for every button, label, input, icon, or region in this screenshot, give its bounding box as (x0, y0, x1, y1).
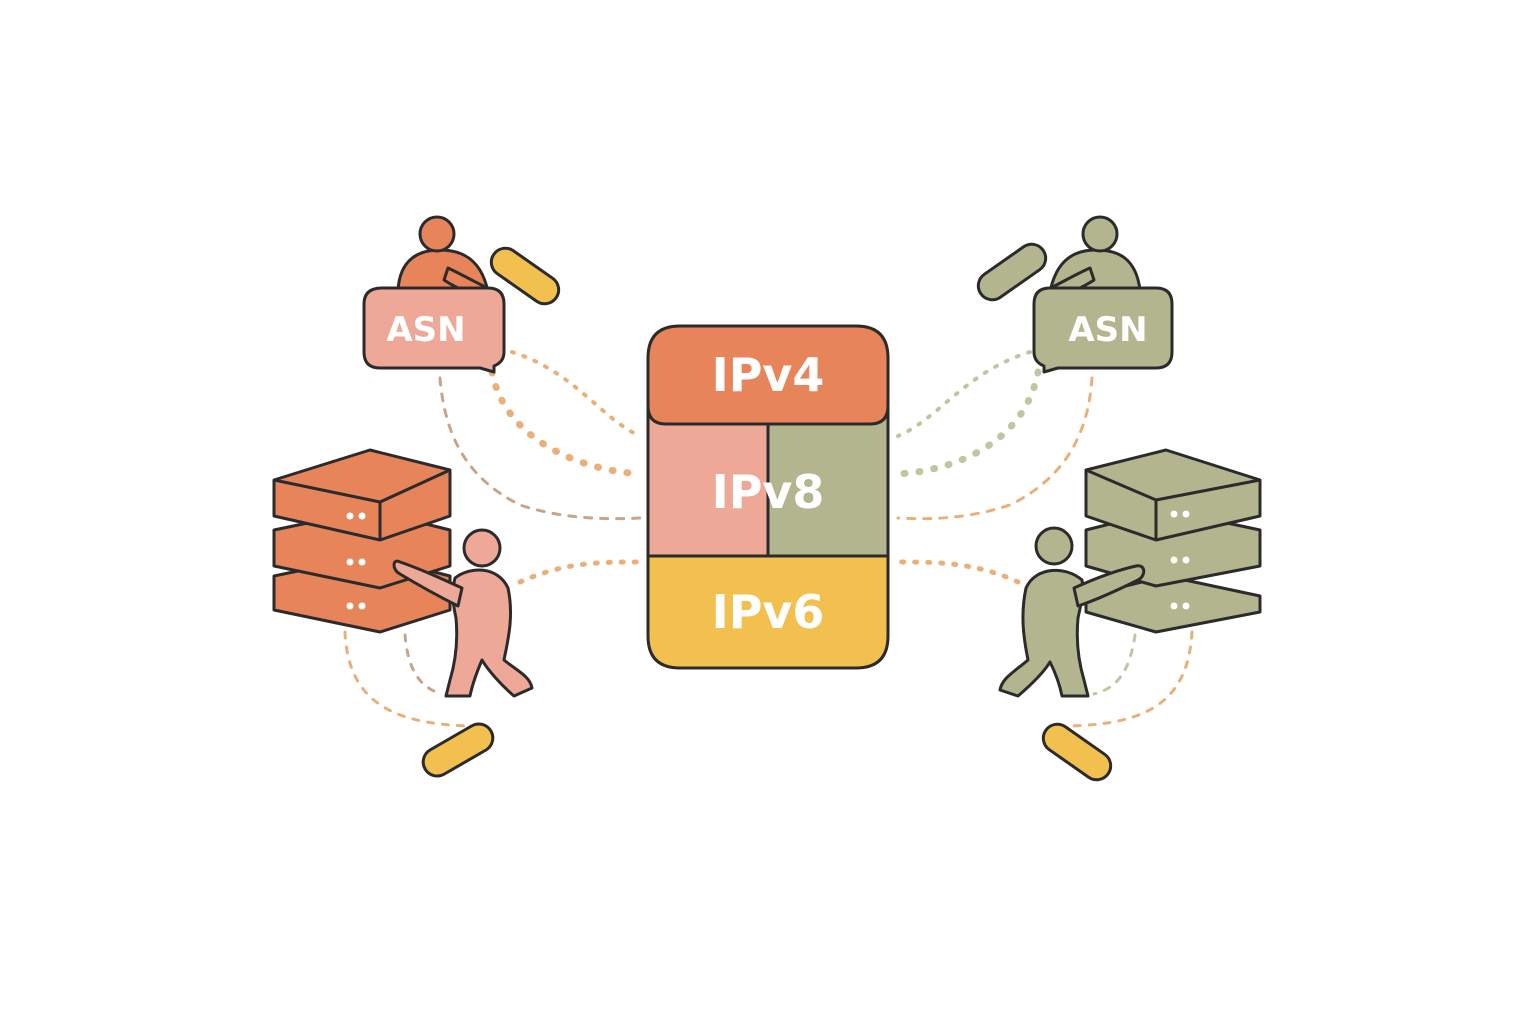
ipv8-block-left (646, 406, 770, 558)
right-server-unit-top-body (1084, 448, 1262, 542)
connector-right-asn-ipv8-bold (894, 368, 1042, 478)
right-asn-badge (1032, 286, 1174, 374)
left-server-unit-top-body (272, 448, 452, 542)
left-server-stack (272, 448, 452, 634)
connectors (343, 350, 1194, 728)
connector-left-asn-ipv8-bold (488, 368, 644, 478)
left-person-body (444, 568, 534, 698)
ipv6-label: IPv6 (712, 585, 825, 639)
right-person-body (998, 568, 1090, 698)
right-server-unit-top (1084, 448, 1262, 542)
left-server-led (358, 602, 366, 610)
connector-left-server-bottom (343, 630, 472, 728)
right-asn-person-icon (1040, 215, 1142, 302)
left-asn-badge (362, 286, 506, 374)
right-server-led (1182, 556, 1190, 564)
right-person-arm (1072, 564, 1146, 608)
left-asn-group: ASN (362, 215, 506, 374)
pill-bottom-left (421, 722, 495, 778)
ipv8-label: IPv8 (712, 465, 825, 519)
connector-right-person-ipv6 (895, 559, 1021, 585)
right-server-led (1170, 510, 1178, 518)
connector-right-server-person (1092, 633, 1137, 696)
left-person-arm (392, 559, 464, 608)
left-server-led (346, 512, 354, 520)
pill-top-left (489, 246, 561, 306)
left-person-icon (392, 528, 534, 698)
pill-bottom-right (1041, 722, 1113, 782)
left-server-unit-top (272, 448, 452, 542)
left-server-unit-top-edge (273, 468, 451, 540)
left-server-led (346, 602, 354, 610)
left-person-head (462, 528, 502, 568)
ipv4-label: IPv4 (712, 348, 825, 402)
connector-left-asn-ipv4 (510, 350, 642, 438)
right-server-led (1170, 556, 1178, 564)
left-server-led (346, 558, 354, 566)
connector-right-asn-down (896, 376, 1094, 521)
connector-right-asn-ipv4 (896, 350, 1032, 438)
connector-left-server-person (403, 633, 444, 696)
left-server-led (358, 512, 366, 520)
ipv8-block-right (766, 406, 890, 558)
connector-right-server-bottom (1068, 630, 1194, 728)
connector-left-asn-down (438, 376, 642, 521)
right-server-stack (1084, 448, 1262, 634)
right-server-led (1170, 602, 1178, 610)
right-person-head (1034, 526, 1074, 566)
left-asn-person-head (418, 215, 456, 253)
connector-left-person-ipv6 (517, 559, 643, 585)
right-asn-group: ASN (1032, 215, 1174, 374)
right-person-icon (998, 526, 1146, 698)
ipv6-block (646, 532, 890, 670)
right-server-led (1182, 602, 1190, 610)
right-server-led (1182, 510, 1190, 518)
left-asn-label: ASN (386, 310, 465, 350)
right-asn-label: ASN (1068, 310, 1147, 350)
pills (421, 242, 1113, 782)
ip-stack: IPv4 IPv8 IPv6 (646, 324, 890, 670)
pill-top-right (976, 242, 1048, 302)
right-asn-person-head (1081, 215, 1119, 253)
left-server-led (358, 558, 366, 566)
right-server-unit-top-edge (1085, 468, 1261, 540)
ipv4-block (646, 324, 890, 426)
